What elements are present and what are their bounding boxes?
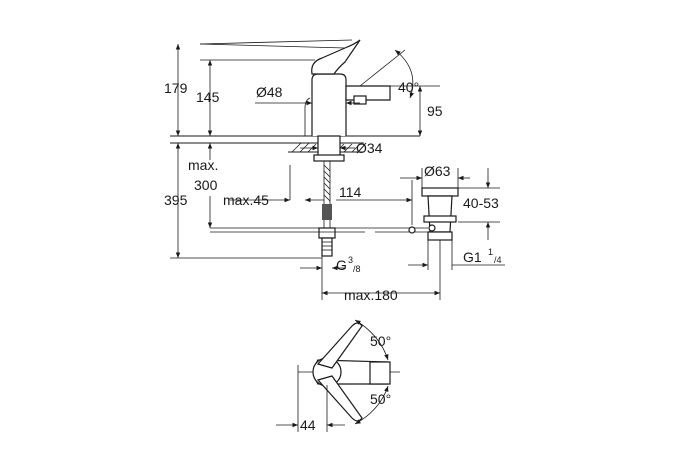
label-diameter-34: Ø34: [356, 140, 383, 156]
label-114: 114: [339, 184, 362, 200]
hose-pattern: [322, 164, 332, 220]
dimension-lines: [170, 44, 505, 300]
label-diameter-63: Ø63: [424, 163, 451, 179]
svg-text:1: 1: [488, 247, 493, 257]
faucet-body: [311, 73, 347, 136]
label-300: 300: [194, 177, 218, 193]
faucet-spout: [345, 85, 391, 101]
popup-waste-view: [210, 187, 459, 241]
label-145: 145: [196, 89, 220, 105]
svg-text:3: 3: [348, 255, 353, 265]
pivot-point: [428, 224, 436, 232]
svg-text:G: G: [336, 257, 347, 273]
hose-connector: [318, 227, 336, 239]
label-44: 44: [300, 417, 316, 433]
label-395: 395: [164, 192, 188, 208]
faucet-top-view: [276, 319, 400, 432]
waste-flange: [421, 187, 459, 197]
label-angle-50-top: 50°: [370, 333, 391, 349]
label-40-53: 40-53: [463, 195, 499, 211]
label-max-45: max.45: [223, 192, 269, 208]
label-thread-g1-1-4: G1 1 /4: [463, 247, 502, 265]
label-diameter-48: Ø48: [256, 84, 283, 100]
label-max: max.: [188, 157, 218, 173]
label-angle-50-bottom: 50°: [370, 391, 391, 407]
aerator: [353, 95, 367, 105]
label-179: 179: [164, 80, 188, 96]
label-95: 95: [427, 103, 443, 119]
label-angle-40: 40°: [398, 79, 419, 95]
svg-text:/4: /4: [494, 255, 502, 265]
top-spout: [369, 361, 391, 385]
dimension-labels: 179 145 Ø48 40° 95 Ø34 max. 300 max.45 3…: [164, 79, 502, 433]
label-thread-g-3-8: G 3 /8: [336, 255, 361, 274]
label-max-180: max.180: [344, 287, 398, 303]
angle-valve-thread: [321, 237, 333, 257]
faucet-lever: [311, 39, 361, 75]
faucet-side-view: [170, 39, 420, 257]
svg-text:/8: /8: [353, 264, 361, 274]
svg-text:G1: G1: [463, 249, 482, 265]
thread-lines: [322, 241, 332, 251]
popup-rod: [304, 97, 311, 136]
